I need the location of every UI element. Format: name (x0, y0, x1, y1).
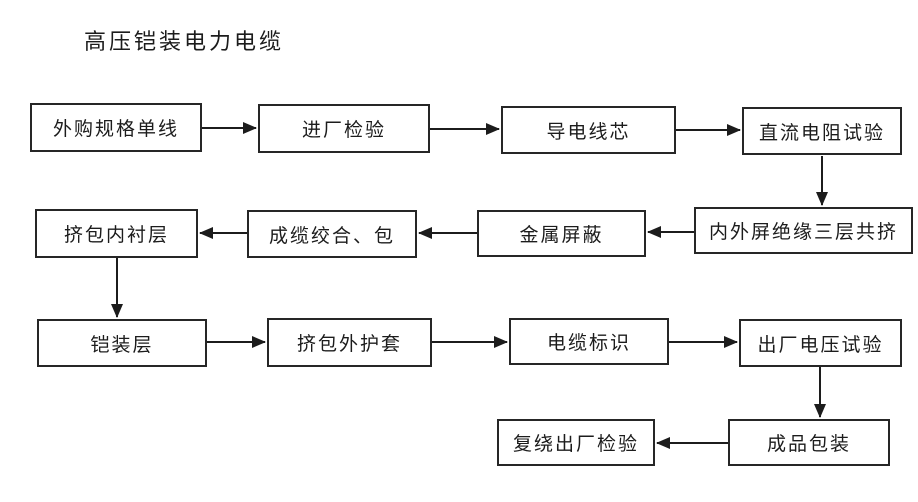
flow-node-metal-shielding: 金属屏蔽 (477, 210, 646, 257)
flow-node-dc-resistance-test: 直流电阻试验 (742, 107, 902, 155)
flow-node-factory-voltage-test: 出厂电压试验 (739, 319, 902, 367)
flow-node-incoming-inspection: 进厂检验 (258, 104, 430, 153)
flow-node-outer-sheath-extrusion: 挤包外护套 (267, 318, 432, 367)
flow-node-purchased-single-wire: 外购规格单线 (30, 103, 202, 152)
flow-node-three-layer-coextrusion: 内外屏绝缘三层共挤 (694, 207, 913, 254)
flow-node-product-packaging: 成品包装 (728, 419, 890, 466)
flow-node-inner-sheath-extrusion: 挤包内衬层 (35, 209, 198, 258)
flow-node-armor-layer: 铠装层 (37, 319, 207, 367)
flow-node-conductor-core: 导电线芯 (501, 106, 676, 154)
flow-node-cable-marking: 电缆标识 (509, 318, 669, 365)
flow-node-cabling-stranding-wrapping: 成缆绞合、包 (247, 210, 417, 258)
diagram-title: 高压铠装电力电缆 (84, 30, 285, 55)
flow-node-rewind-factory-inspection: 复绕出厂检验 (497, 419, 655, 466)
